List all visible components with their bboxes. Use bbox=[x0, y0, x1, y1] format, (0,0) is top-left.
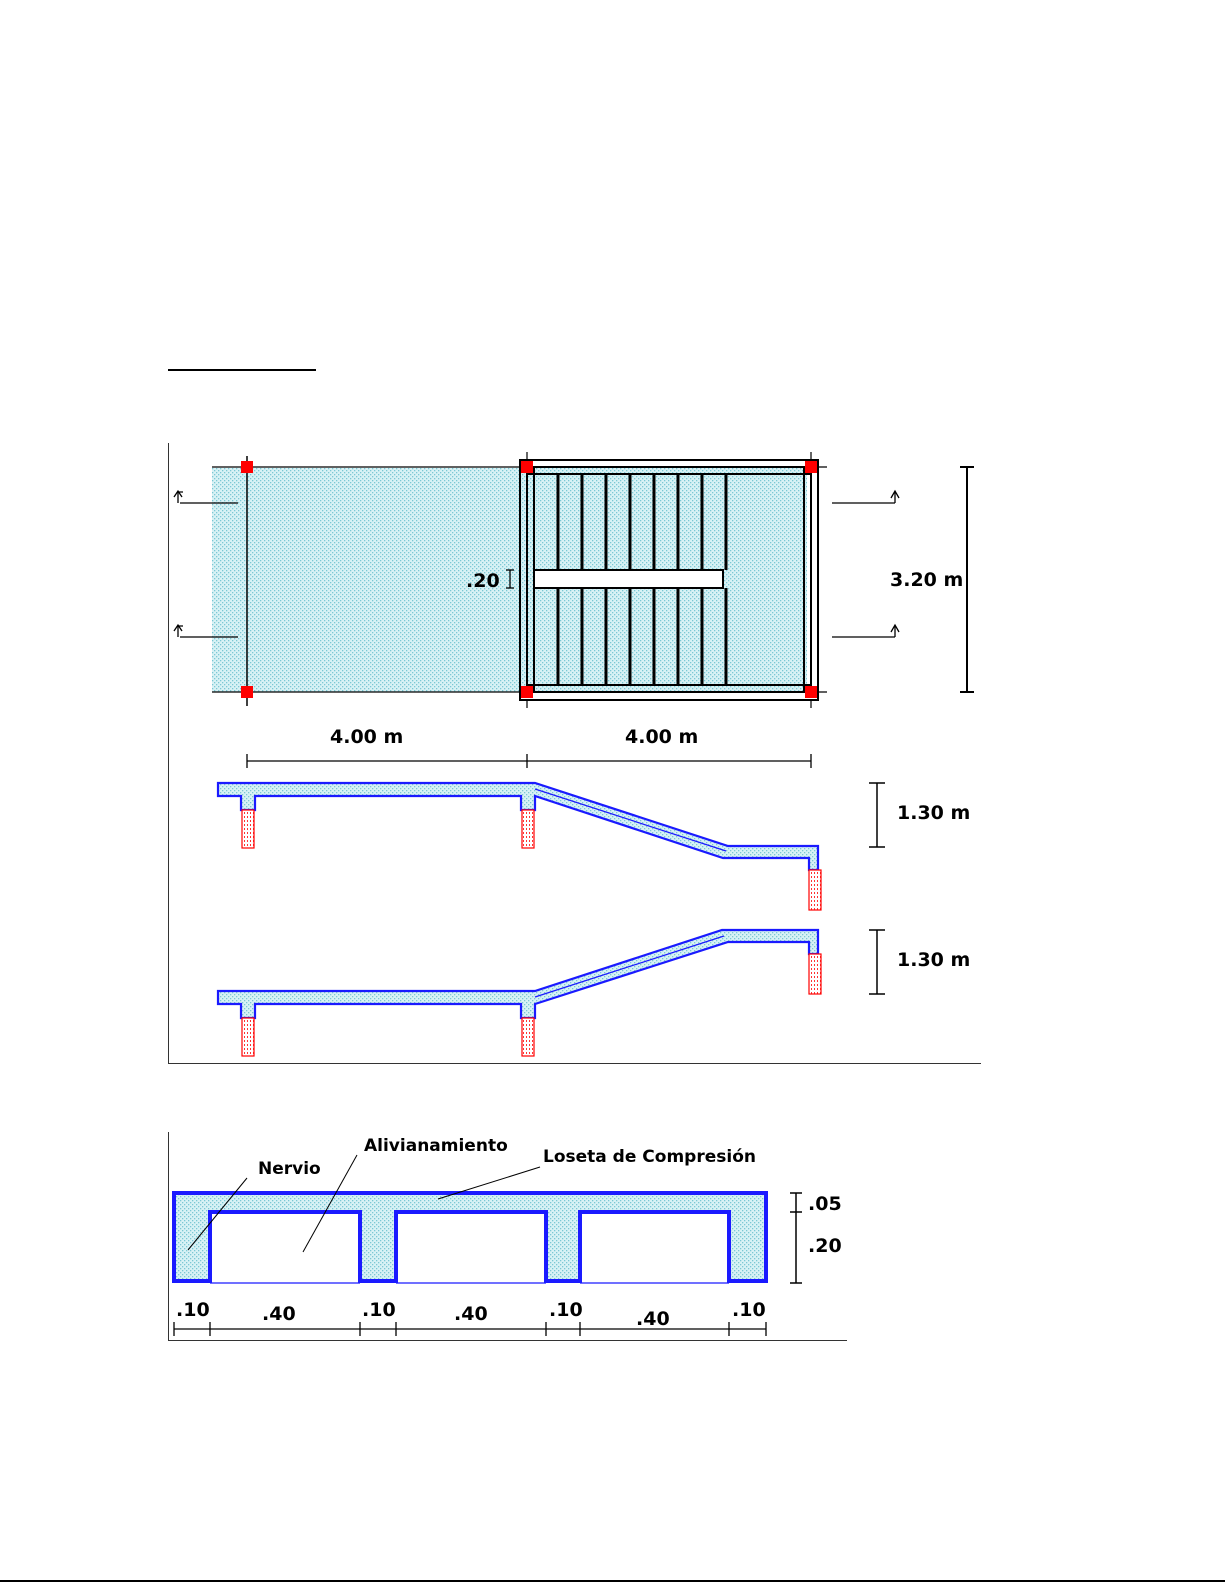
rise-dimension bbox=[869, 930, 885, 994]
span-right-label: 4.00 m bbox=[625, 726, 698, 748]
width-label: 3.20 m bbox=[890, 569, 963, 591]
elevation-descending: 1.30 m bbox=[218, 783, 970, 910]
column-5 bbox=[805, 461, 817, 473]
width-label-1: .10 bbox=[176, 1299, 210, 1321]
span-dimension bbox=[247, 754, 811, 768]
stair-profile-down bbox=[218, 783, 818, 870]
plan-view: .20 3.20 m 4.00 m 4.00 m bbox=[174, 452, 974, 768]
thickness-rib-label: .20 bbox=[808, 1235, 842, 1257]
column-3 bbox=[521, 461, 533, 473]
drop-height-label: 1.30 m bbox=[897, 802, 970, 824]
slab-section: Nervio Alivianamiento Loseta de Compresi… bbox=[174, 1136, 842, 1336]
width-label-2: .40 bbox=[262, 1303, 296, 1325]
page-bottom-rule bbox=[0, 1580, 1225, 1582]
rib-gap-label: .20 bbox=[466, 570, 500, 592]
column-1 bbox=[241, 461, 253, 473]
column-2 bbox=[241, 686, 253, 698]
piles-down bbox=[242, 810, 821, 910]
ribbed-slab bbox=[174, 1193, 766, 1281]
column-6 bbox=[805, 686, 817, 698]
central-beam bbox=[534, 570, 723, 588]
stair-profile-up bbox=[218, 930, 818, 1018]
width-label-4: .40 bbox=[454, 1303, 488, 1325]
width-label-6: .40 bbox=[636, 1308, 670, 1330]
lightening-label: Alivianamiento bbox=[364, 1136, 508, 1156]
span-left-label: 4.00 m bbox=[330, 726, 403, 748]
thickness-dimension bbox=[790, 1193, 802, 1283]
compression-slab-label: Loseta de Compresión bbox=[543, 1147, 756, 1167]
column-4 bbox=[521, 686, 533, 698]
rise-height-label: 1.30 m bbox=[897, 949, 970, 971]
thickness-top-label: .05 bbox=[808, 1193, 842, 1215]
width-label-7: .10 bbox=[732, 1299, 766, 1321]
width-label-3: .10 bbox=[362, 1299, 396, 1321]
elevation-ascending: 1.30 m bbox=[218, 930, 970, 1056]
drop-dimension bbox=[869, 783, 885, 847]
width-label-5: .10 bbox=[549, 1299, 583, 1321]
rib-label: Nervio bbox=[258, 1159, 321, 1179]
